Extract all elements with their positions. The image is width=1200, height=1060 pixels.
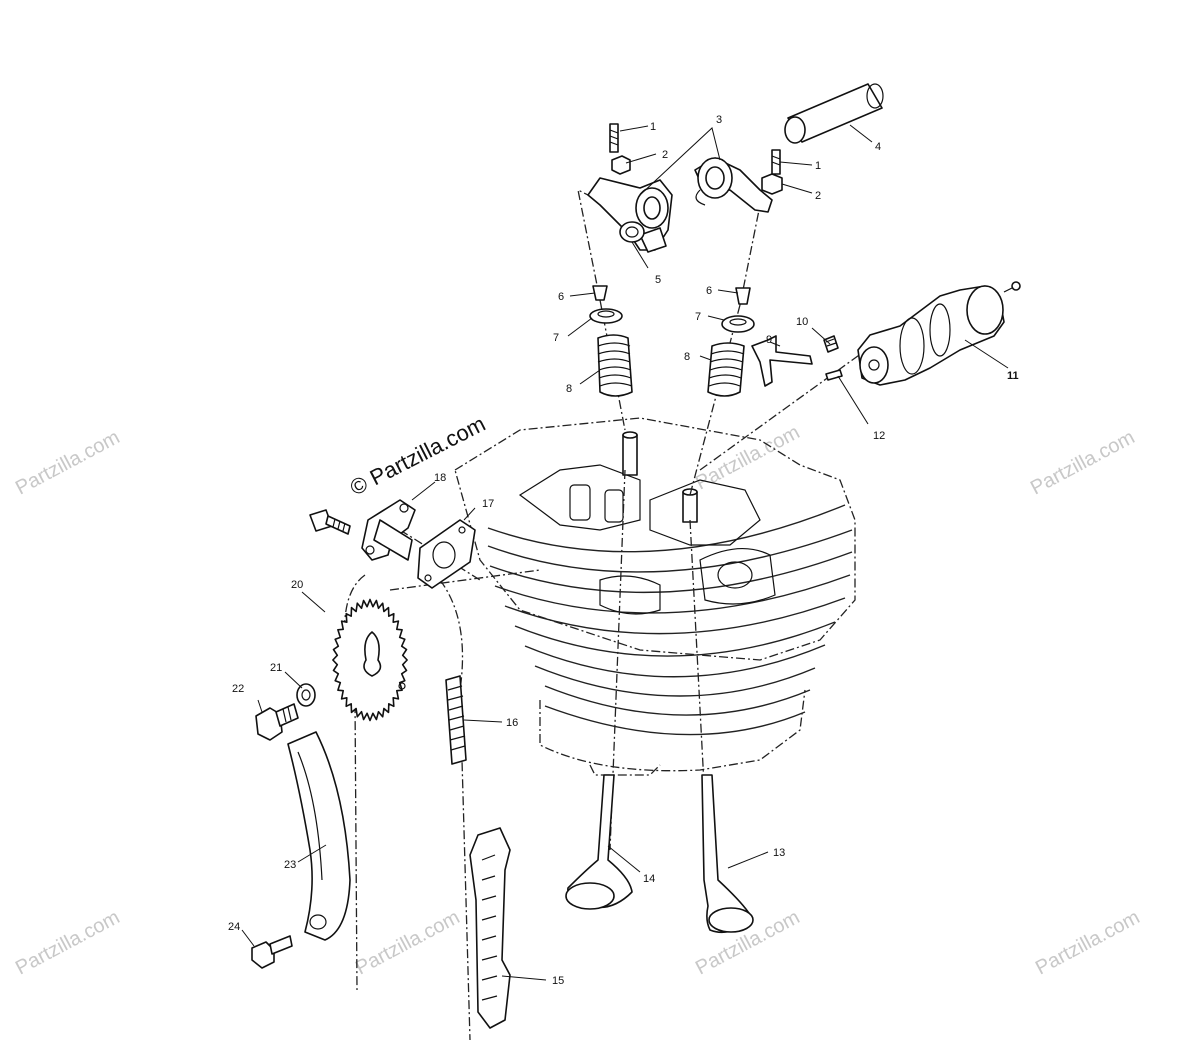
cam-chain: [445, 675, 467, 765]
adjuster-nut-left: [611, 155, 631, 175]
watermark-bottom-2: Partzilla.com: [352, 906, 463, 979]
spring-retainer-right: [721, 315, 755, 333]
sprocket-washer: [296, 683, 316, 707]
callout-22: 22: [232, 683, 244, 695]
callout-1-right: 1: [815, 160, 821, 172]
callout-numbers: 1 2 3 4 1 2 5 6 6 7 7 8 8 9 10 11 12 13 …: [228, 114, 1019, 987]
callout-21: 21: [270, 662, 282, 674]
callout-1-left: 1: [650, 121, 656, 133]
watermark-left: Partzilla.com: [12, 426, 123, 499]
callout-16: 16: [506, 717, 518, 729]
callout-7-right: 7: [695, 311, 701, 323]
sprocket-bolt: [255, 703, 299, 741]
watermark-bottom-right: Partzilla.com: [1032, 906, 1143, 979]
callout-6-right: 6: [706, 285, 712, 297]
rocker-shaft: [784, 83, 884, 144]
watermark-bottom-left: Partzilla.com: [12, 906, 123, 979]
rocker-arm-right: [694, 157, 773, 213]
valve-spring-left: [597, 334, 633, 397]
callout-24: 24: [228, 921, 240, 933]
callout-15: 15: [552, 975, 564, 987]
decompression-spring: [823, 335, 839, 353]
callout-8-right: 8: [684, 351, 690, 363]
callout-6-left: 6: [558, 291, 564, 303]
callout-3: 3: [716, 114, 722, 126]
tensioner-guide: [287, 731, 351, 941]
callout-9: 9: [766, 334, 772, 346]
valve-keeper-right: [735, 287, 751, 305]
thrust-washer: [619, 221, 645, 243]
callout-5: 5: [655, 274, 661, 286]
leader-lines: [241, 124, 1009, 981]
watermark-center-stamp: © Partzilla.com: [346, 411, 489, 501]
cam-chain-guide: [469, 827, 511, 1029]
cam-sprocket: [332, 598, 408, 722]
decompression-lever: [751, 335, 813, 387]
spring-retainer-left: [589, 308, 623, 324]
valve-keeper-left: [592, 285, 608, 301]
exhaust-valve: [701, 774, 754, 934]
dowel-pin: [825, 369, 843, 381]
callout-8-left: 8: [566, 383, 572, 395]
callout-13: 13: [773, 847, 785, 859]
callout-18: 18: [434, 472, 446, 484]
callout-4: 4: [875, 141, 881, 153]
callout-20: 20: [291, 579, 303, 591]
callout-11: 11: [1007, 370, 1019, 382]
callout-2-left: 2: [662, 149, 668, 161]
adjuster-nut-right: [761, 173, 783, 195]
tensioner-bolt: [309, 509, 351, 535]
callout-7-left: 7: [553, 332, 559, 344]
tensioner-gasket: [417, 519, 476, 589]
watermark-right: Partzilla.com: [1027, 426, 1138, 499]
guide-pivot-bolt: [251, 935, 293, 969]
adjuster-screw-left: [609, 123, 619, 153]
intake-valve: [565, 774, 633, 910]
cam-chain-tensioner: [361, 499, 416, 561]
callout-14: 14: [643, 873, 655, 885]
callout-2-right: 2: [815, 190, 821, 202]
valve-stem-guides: [622, 431, 698, 523]
camshaft: [857, 281, 1021, 386]
callout-23: 23: [284, 859, 296, 871]
watermark-mid: Partzilla.com: [692, 421, 803, 494]
callout-17: 17: [482, 498, 494, 510]
adjuster-screw-right: [771, 149, 781, 175]
callout-12: 12: [873, 430, 885, 442]
callout-10: 10: [796, 316, 808, 328]
valve-spring-right: [707, 342, 745, 397]
rocker-arm-left: [587, 177, 673, 253]
cylinder-head: [454, 417, 856, 776]
